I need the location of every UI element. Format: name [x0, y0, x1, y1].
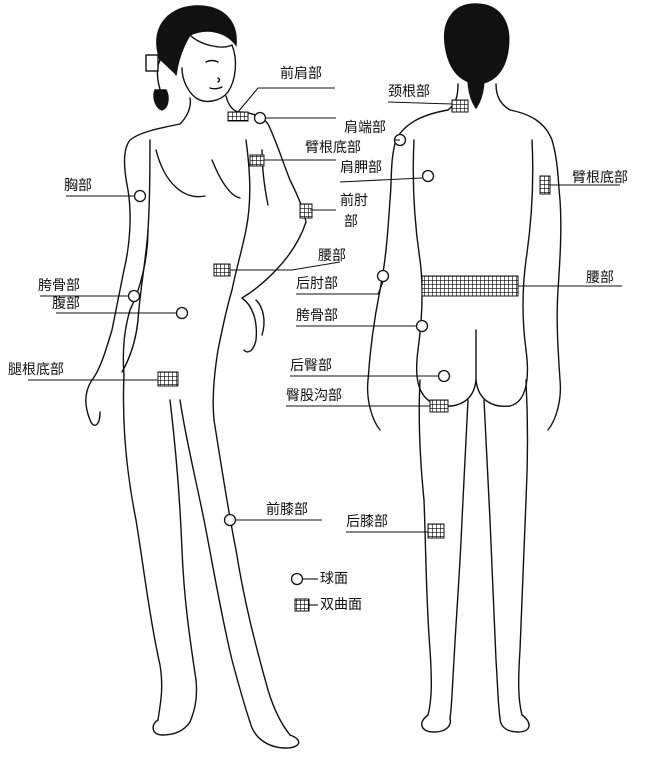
legend-sphere-label: 球面: [320, 571, 348, 587]
patch-front-shoulder: [227, 111, 249, 122]
circle-chest: [133, 189, 147, 203]
label-shoulder-blade: 肩胛部: [340, 160, 382, 176]
circle-abdomen: [175, 306, 189, 320]
circle-hip-bone-front: [127, 289, 141, 303]
label-abdomen: 腹部: [52, 296, 80, 312]
legend-double-curve-label: 双曲面: [320, 597, 362, 613]
label-waist-back: 腰部: [586, 270, 614, 286]
circle-shoulder-blade: [421, 169, 435, 183]
label-front-elbow-1: 前肘: [340, 193, 368, 209]
label-back-elbow: 后肘部: [296, 276, 338, 292]
label-front-elbow-2: 部: [344, 214, 358, 230]
leader-lines: [28, 87, 622, 606]
label-front-knee: 前膝部: [266, 502, 308, 518]
patch-front-elbow: [299, 203, 313, 219]
patch-waist-back: [421, 275, 519, 297]
label-hip-bone-front: 胯骨部: [38, 278, 80, 294]
label-buttock-fold: 臀股沟部: [286, 388, 342, 404]
front-figure: [85, 5, 307, 749]
circle-shoulder-end: [253, 111, 267, 125]
label-front-shoulder: 前肩部: [280, 66, 322, 82]
patch-waist-front: [213, 263, 231, 277]
double-curve-markers: [157, 99, 551, 612]
patch-arm-root-back: [539, 175, 551, 195]
label-leg-root: 腿根底部: [8, 362, 64, 378]
back-figure: [366, 3, 562, 733]
patch-neck-root: [451, 99, 469, 113]
label-arm-root-back: 臂根底部: [572, 170, 628, 186]
patch-arm-root-front: [249, 154, 265, 167]
patch-buttock-fold: [429, 399, 449, 413]
circle-back-elbow: [376, 269, 390, 283]
label-shoulder-end: 肩端部: [344, 120, 386, 136]
label-back-knee: 后膝部: [346, 514, 388, 530]
sphere-markers: [127, 111, 451, 586]
label-chest: 胸部: [64, 178, 92, 194]
label-back-buttock: 后臀部: [290, 358, 332, 374]
label-neck-root: 颈根部: [388, 84, 430, 100]
patch-back-knee: [427, 523, 445, 539]
circle-back-buttock: [437, 369, 451, 383]
label-hip-bone-back: 胯骨部: [296, 308, 338, 324]
legend-circle-swatch: [290, 572, 304, 586]
circle-front-knee: [223, 513, 237, 527]
circle-hip-bone-back: [415, 319, 429, 333]
label-waist-front: 腰部: [318, 248, 346, 264]
patch-leg-root: [157, 371, 179, 387]
label-arm-root-front: 臂根底部: [305, 140, 361, 156]
legend-patch-swatch: [294, 598, 310, 612]
